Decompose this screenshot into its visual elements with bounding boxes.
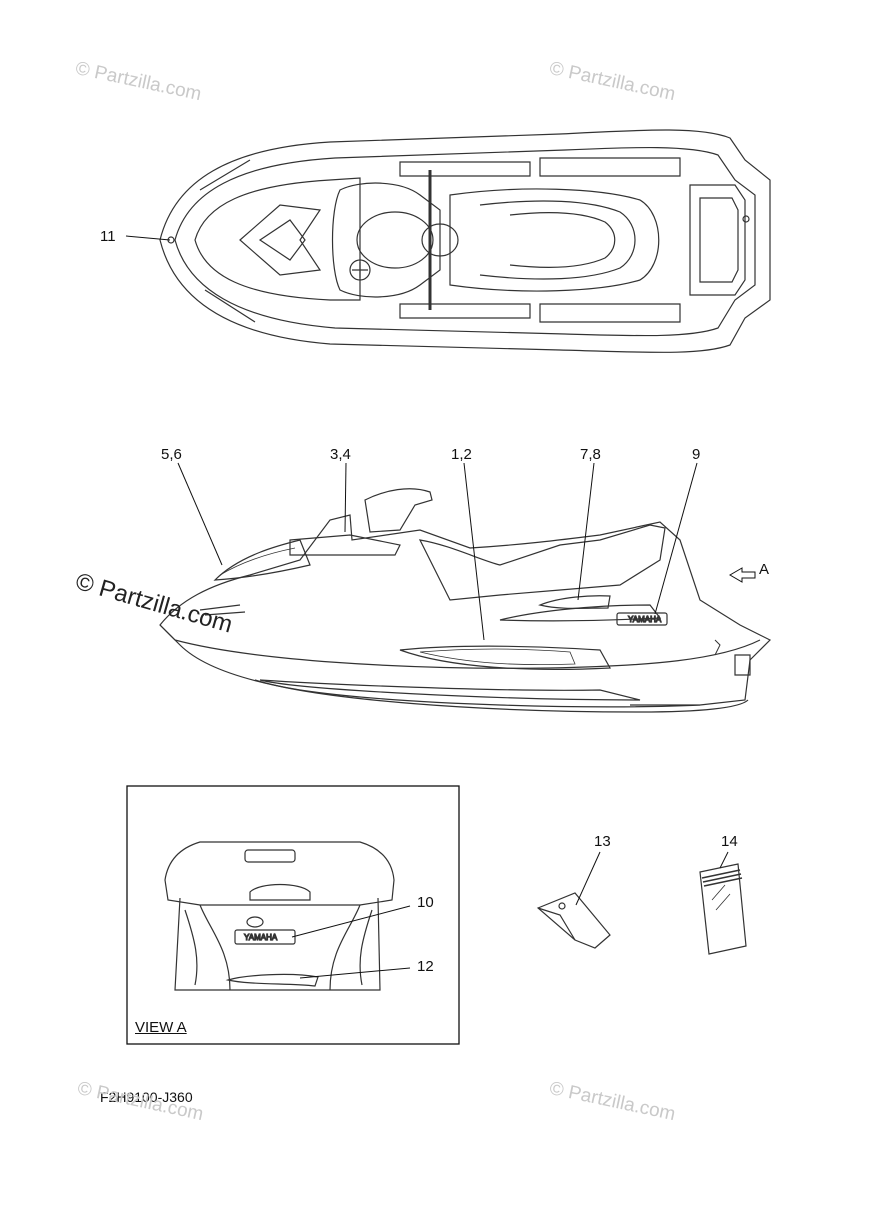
callout-14: 14 [721, 833, 738, 850]
callout-a: A [759, 561, 770, 578]
leader-lines [125, 235, 729, 979]
yamaha-decal-side: YAMAHA [628, 615, 662, 624]
top-view-watercraft [159, 129, 771, 353]
part-14-card [699, 863, 747, 955]
callout-3-4: 3,4 [330, 446, 351, 463]
diagram-code: F2H9100-J360 [100, 1089, 193, 1105]
callout-12: 12 [417, 958, 434, 975]
view-a-label: VIEW A [135, 1019, 187, 1036]
callout-1-2: 1,2 [451, 446, 472, 463]
view-a-frame [126, 785, 460, 1045]
callout-11: 11 [100, 228, 116, 245]
part-13-pouch [536, 892, 611, 949]
callout-9: 9 [692, 446, 701, 463]
callout-10: 10 [417, 894, 434, 911]
callout-5-6: 5,6 [161, 446, 182, 463]
callout-7-8: 7,8 [580, 446, 601, 463]
view-direction-arrow [729, 567, 756, 583]
side-view-watercraft: YAMAHA [159, 488, 772, 713]
callout-13: 13 [594, 833, 611, 850]
yamaha-decal-rear: YAMAHA [244, 933, 278, 942]
view-a-rear: YAMAHA [164, 841, 395, 991]
